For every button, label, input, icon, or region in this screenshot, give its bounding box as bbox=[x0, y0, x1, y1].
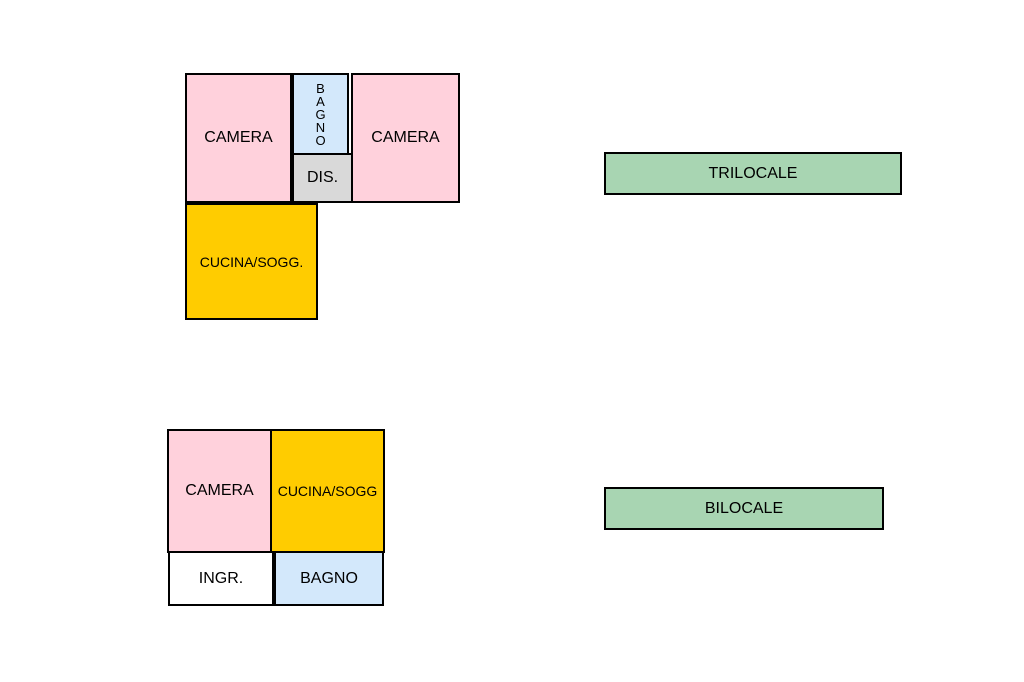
bilocale-bagno: BAGNO bbox=[274, 551, 384, 606]
plan-title: BILOCALE bbox=[704, 499, 784, 517]
trilocale-camera-right: CAMERA bbox=[351, 73, 460, 203]
trilocale-disimpegno: DIS. bbox=[292, 153, 353, 203]
room-label: CAMERA bbox=[185, 482, 254, 499]
bilocale-camera: CAMERA bbox=[167, 429, 272, 553]
room-label: CAMERA bbox=[204, 129, 273, 146]
trilocale-bagno: BAGNO bbox=[292, 73, 349, 155]
room-label: DIS. bbox=[306, 169, 339, 186]
plan-title: TRILOCALE bbox=[708, 164, 798, 182]
bilocale-title-label: BILOCALE bbox=[604, 487, 884, 530]
room-label: CAMERA bbox=[371, 129, 440, 146]
trilocale-cucina-soggiorno: CUCINA/SOGG. bbox=[185, 203, 318, 320]
room-label: INGR. bbox=[198, 569, 244, 587]
room-label: BAGNO bbox=[300, 569, 358, 587]
room-label: CUCINA/SOGG bbox=[277, 483, 378, 499]
room-label: BAGNO bbox=[315, 80, 326, 148]
room-label: CUCINA/SOGG. bbox=[199, 253, 304, 270]
trilocale-camera-left: CAMERA bbox=[185, 73, 292, 203]
trilocale-title-label: TRILOCALE bbox=[604, 152, 902, 195]
bilocale-ingresso: INGR. bbox=[168, 551, 274, 606]
bilocale-cucina-soggiorno: CUCINA/SOGG bbox=[270, 429, 385, 553]
